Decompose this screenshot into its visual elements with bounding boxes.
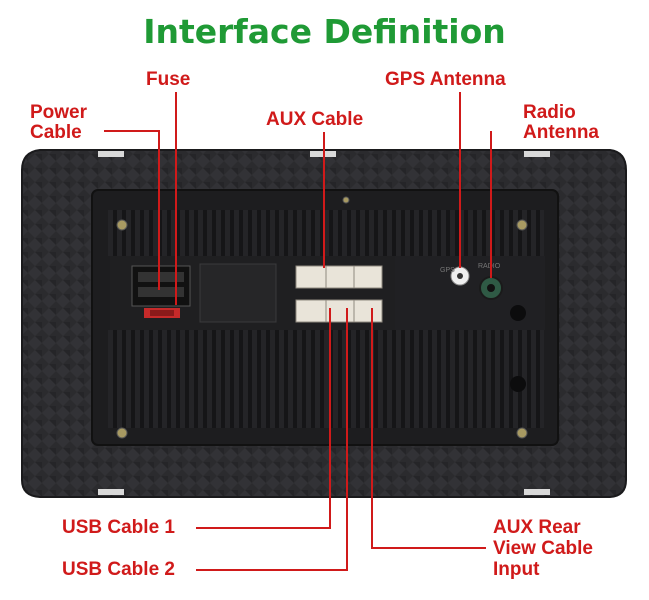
usb-connector-block [295,299,383,323]
leader-lines [104,92,492,571]
label-radio-antenna-line2: Antenna [523,122,599,143]
gps-jack-mark: GPS [440,267,455,274]
power-connector [131,265,191,307]
label-gps-antenna: GPS Antenna [385,69,506,90]
radio-jack-mark: RADIO [478,263,501,270]
aux-connector-block [295,265,383,289]
label-power-cable-line2: Cable [30,122,82,143]
radio-antenna-jack [479,276,503,300]
leader-usb-cable-1 [196,308,331,529]
label-aux-rear-line2: View Cable [493,538,593,559]
fuse [144,308,180,318]
leader-power-cable [104,130,160,290]
screws [116,196,528,439]
page-title: Interface Definition [143,12,506,51]
leader-usb-cable-2 [196,308,348,571]
label-fuse: Fuse [146,69,191,90]
label-aux-cable: AUX Cable [266,109,364,130]
label-aux-rear-line1: AUX Rear [493,517,581,538]
label-usb-cable-2: USB Cable 2 [62,559,175,580]
label-power-cable-line1: Power [30,102,88,123]
leader-aux-rear-view [371,308,486,549]
label-usb-cable-1: USB Cable 1 [62,517,175,538]
label-aux-rear-line3: Input [493,559,540,580]
label-radio-antenna-line1: Radio [523,102,576,123]
